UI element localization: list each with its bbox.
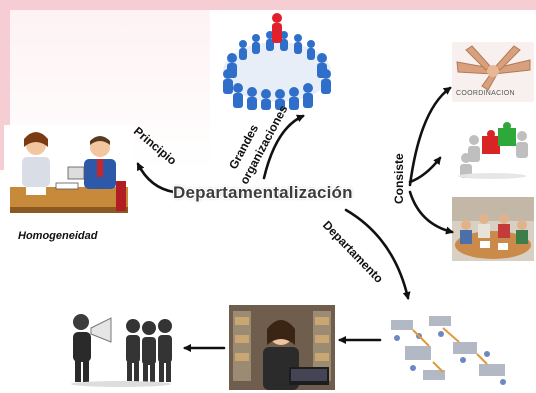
homogeneity-caption: Homogeneidad [18, 230, 98, 242]
figure-ring-mid [223, 53, 331, 94]
homogeneity-office-image [4, 125, 134, 225]
speaker-figure [73, 314, 112, 382]
listener-figures [126, 319, 172, 382]
workflow-process-image [383, 310, 515, 390]
label-consiste: Consiste [392, 153, 406, 204]
diagram-title: Departamentalización [173, 183, 353, 202]
warehouse-manager-image [229, 305, 335, 390]
megaphone-people-image [65, 308, 177, 388]
arrow-to-hands [408, 86, 452, 187]
team-meeting-image [452, 197, 534, 261]
figure-ring-back [239, 31, 315, 60]
arrow-to-puzzle [408, 156, 442, 184]
crowd-organizations-image [218, 10, 336, 110]
arrow-to-crowd [262, 114, 305, 180]
coordination-hands-image [452, 42, 534, 102]
puzzle-teamwork-image [452, 118, 532, 180]
arrow-to-workflow [344, 208, 411, 300]
arrow-to-meeting [408, 190, 454, 235]
left-pink-band [0, 0, 10, 170]
leader-figure [272, 13, 282, 43]
coordination-caption: COORDINACION [456, 90, 515, 97]
arrow-to-office [136, 162, 176, 194]
top-pink-band [0, 0, 536, 10]
woman-figure [22, 132, 50, 195]
figure-ring-front [233, 83, 313, 110]
man-figure [84, 136, 126, 211]
